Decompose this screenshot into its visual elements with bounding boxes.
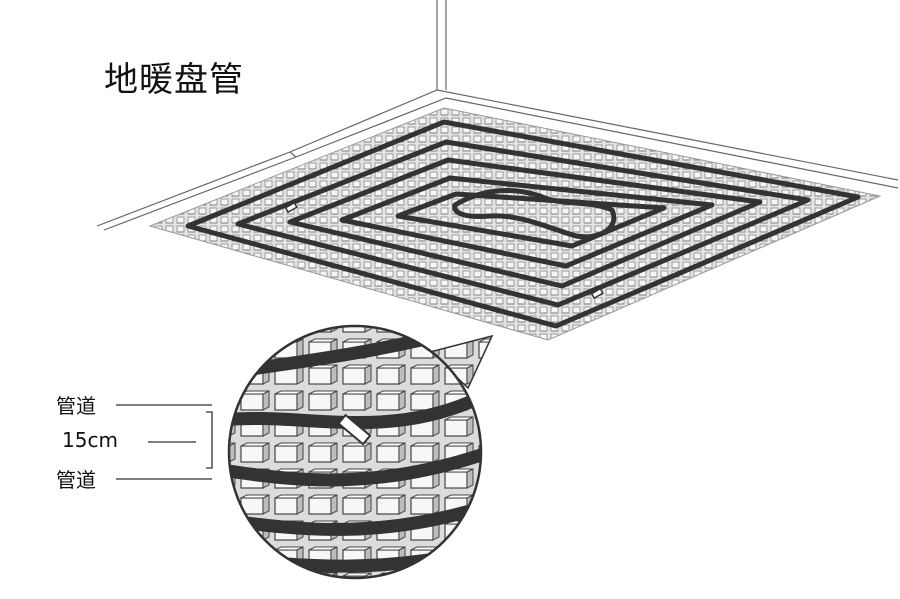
callout-pipe-top: 管道 <box>56 394 96 418</box>
callout-pipe-bottom: 管道 <box>56 468 96 492</box>
pipe-coil <box>185 119 861 329</box>
room-walls <box>96 0 899 231</box>
floor-mat <box>148 107 882 341</box>
diagram-title: 地暖盘管 <box>104 60 244 100</box>
callout-spacing: 15cm <box>62 428 118 452</box>
callout-leaders <box>116 404 213 480</box>
pipe-ends <box>284 201 604 300</box>
